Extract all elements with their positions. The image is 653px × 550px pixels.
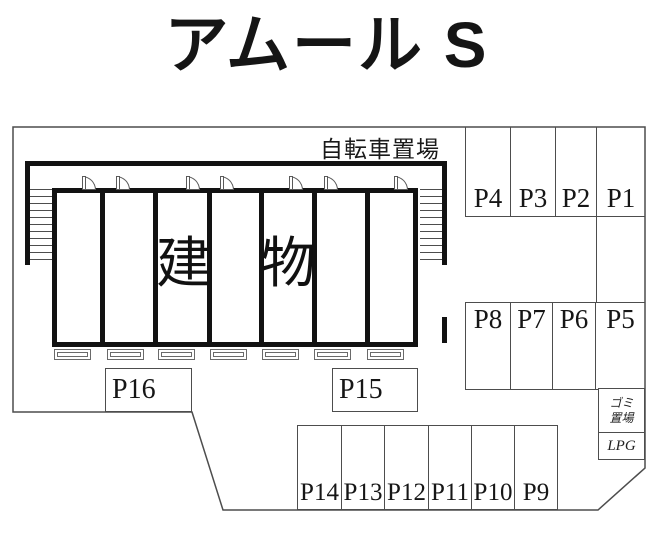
building-units-block — [52, 188, 418, 347]
door-icon — [82, 176, 96, 190]
unit-divider — [259, 191, 264, 344]
door-icon — [186, 176, 200, 190]
building-wall-left — [25, 161, 30, 265]
parking-row-middle: P8 P7 P6 P5 — [465, 302, 645, 390]
parking-stall: P5 — [595, 303, 645, 389]
parking-stall: P6 — [552, 303, 595, 389]
entry-step — [210, 349, 247, 360]
stairs-right-icon — [420, 189, 442, 263]
entry-step — [158, 349, 195, 360]
door-icon — [220, 176, 234, 190]
unit-divider — [365, 191, 370, 344]
parking-stall: P7 — [510, 303, 552, 389]
garbage-label-line2: 置場 — [609, 410, 634, 425]
entrance-mark — [442, 317, 447, 343]
entry-step — [314, 349, 351, 360]
parking-row-bottom: P14 P13 P12 P11 P10 P9 — [297, 425, 558, 510]
unit-divider — [312, 191, 317, 344]
parking-row-top: P4 P3 P2 P1 — [465, 127, 645, 217]
building-wall-right — [442, 161, 447, 265]
garbage-area-cell: ゴミ 置場 — [598, 388, 645, 433]
lpg-label: LPG — [607, 437, 636, 454]
door-icon — [116, 176, 130, 190]
entry-step — [54, 349, 91, 360]
parking-stall: P2 — [555, 127, 596, 216]
page-title: アムール S — [164, 9, 489, 81]
parking-stall: P4 — [465, 127, 510, 216]
unit-divider — [100, 191, 105, 344]
entry-step — [107, 349, 144, 360]
parking-box-p15: P15 — [332, 368, 418, 412]
parking-stall: P12 — [384, 426, 428, 509]
parking-stall: P10 — [471, 426, 514, 509]
building-wall-top — [25, 161, 447, 166]
parking-stall: P8 — [465, 303, 510, 389]
lpg-cell: LPG — [598, 432, 645, 460]
parking-stall: P3 — [510, 127, 555, 216]
garbage-label-line1: ゴミ — [609, 395, 634, 410]
unit-divider — [207, 191, 212, 344]
parking-box-p16: P16 — [105, 368, 192, 412]
unit-divider — [153, 191, 158, 344]
parking-stall: P13 — [341, 426, 384, 509]
building-label: 建物 — [156, 233, 367, 294]
door-icon — [289, 176, 303, 190]
parking-stall: P1 — [596, 127, 645, 216]
bicycle-area-label: 自転車置場 — [320, 137, 440, 162]
parking-stall: P14 — [300, 479, 339, 506]
parking-stall: P9 — [514, 426, 557, 509]
entry-step — [367, 349, 404, 360]
door-icon — [324, 176, 338, 190]
aisle-divider-line — [596, 217, 597, 302]
stairs-left-icon — [30, 189, 52, 263]
entry-step — [262, 349, 299, 360]
door-icon — [394, 176, 408, 190]
parking-stall: P11 — [428, 426, 471, 509]
